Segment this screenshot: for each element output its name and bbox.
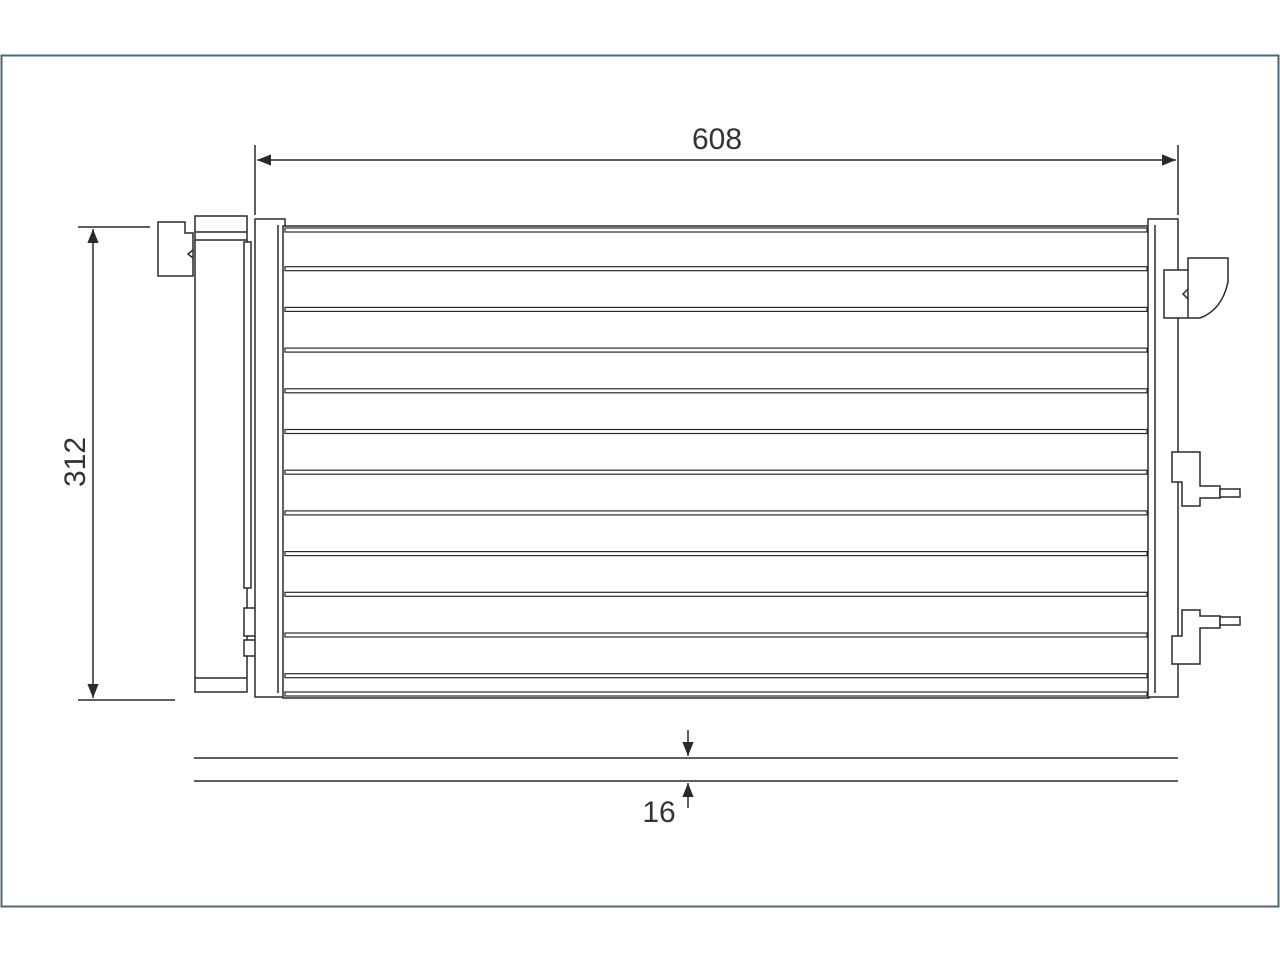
lower-pipe-stub bbox=[1219, 616, 1241, 626]
upper-pipe-stub bbox=[1219, 488, 1241, 498]
width-dimension bbox=[254, 145, 1179, 215]
core-tube bbox=[284, 227, 1148, 233]
right-bracket-pin bbox=[1181, 288, 1189, 300]
left-lower-clip-2 bbox=[243, 639, 257, 657]
height-dimension-label: 312 bbox=[59, 437, 92, 487]
lower-pipe-fitting bbox=[1171, 609, 1221, 665]
core-tube bbox=[284, 632, 1148, 638]
thickness-dimension bbox=[194, 730, 1178, 808]
upper-pipe-fitting bbox=[1171, 451, 1221, 507]
left-side-assembly bbox=[157, 215, 286, 698]
core-tube bbox=[284, 266, 1148, 272]
thickness-dimension-label: 16 bbox=[642, 796, 675, 829]
core-tube bbox=[284, 428, 1148, 435]
core-tube bbox=[284, 691, 1148, 697]
core-tube bbox=[284, 469, 1148, 475]
core-outline bbox=[282, 225, 1150, 699]
core-tube bbox=[284, 591, 1148, 597]
right-side-assembly bbox=[1147, 218, 1241, 698]
core-tube bbox=[284, 347, 1148, 353]
left-mounting-bracket bbox=[157, 221, 194, 277]
left-header-tank bbox=[254, 218, 286, 698]
core-tube bbox=[284, 673, 1148, 679]
core-tube bbox=[284, 388, 1148, 394]
left-receiver-tank bbox=[194, 215, 248, 693]
condenser-core bbox=[282, 225, 1150, 699]
core-tube bbox=[284, 550, 1148, 557]
core-tube bbox=[284, 510, 1148, 516]
right-upper-bracket bbox=[1163, 257, 1229, 319]
height-dimension bbox=[78, 226, 175, 701]
left-bracket-pin bbox=[186, 249, 194, 259]
left-side-bar bbox=[243, 241, 252, 589]
left-lower-clip bbox=[243, 607, 257, 637]
width-dimension-label: 608 bbox=[692, 123, 742, 156]
drawing-frame bbox=[0, 54, 1280, 908]
core-tube bbox=[284, 306, 1148, 312]
